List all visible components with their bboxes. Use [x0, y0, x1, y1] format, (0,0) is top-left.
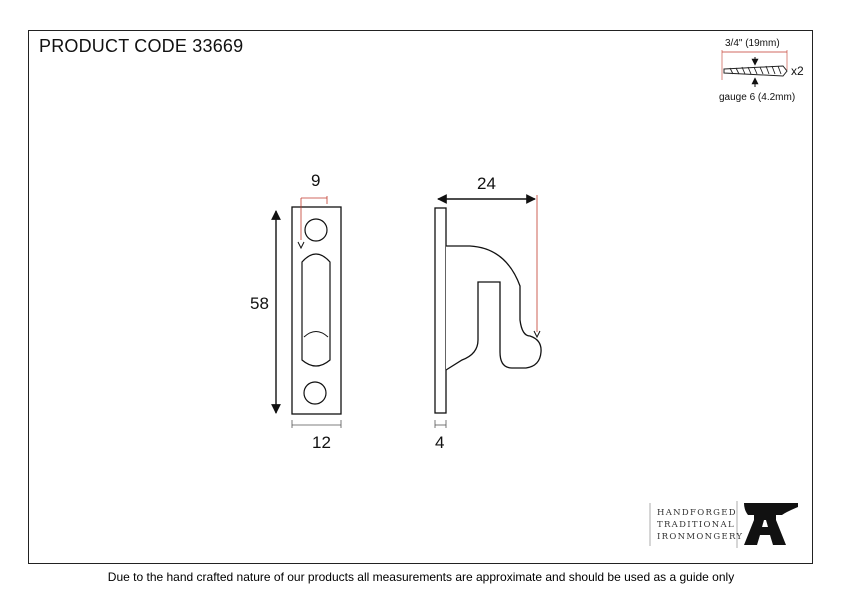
dim-front-width-top: 9: [311, 171, 321, 190]
screw-gauge-label: gauge 6 (4.2mm): [719, 92, 796, 103]
dim-front-width-bottom: 12: [312, 433, 331, 452]
anvil-icon: [744, 503, 798, 545]
dim-side-thickness: 4: [435, 433, 445, 452]
keyhole-slot: [301, 253, 331, 367]
screw-hole-top: [304, 218, 328, 242]
product-code-title: PRODUCT CODE 33669: [39, 36, 244, 56]
screw-icon: [721, 50, 788, 87]
screw-quantity-label: x2: [791, 64, 804, 78]
dim-side-projection: 24: [477, 174, 496, 193]
drawing-frame: [28, 30, 813, 564]
company-logo: [649, 501, 798, 548]
front-view: [271, 196, 342, 428]
dim-front-height: 58: [250, 294, 269, 313]
logo-line-1: HANDFORGED: [657, 508, 737, 518]
disclaimer-text: Due to the hand crafted nature of our pr…: [107, 570, 735, 584]
hook-profile: [445, 245, 542, 371]
logo-line-2: TRADITIONAL: [657, 520, 735, 530]
logo-line-3: IRONMONGERY: [657, 532, 744, 542]
side-view: [434, 194, 542, 428]
company-logo-text: HANDFORGED TRADITIONAL IRONMONGERY: [657, 507, 743, 543]
screw-length-label: 3/4" (19mm): [725, 38, 780, 49]
screw-hole-bottom: [303, 381, 327, 405]
